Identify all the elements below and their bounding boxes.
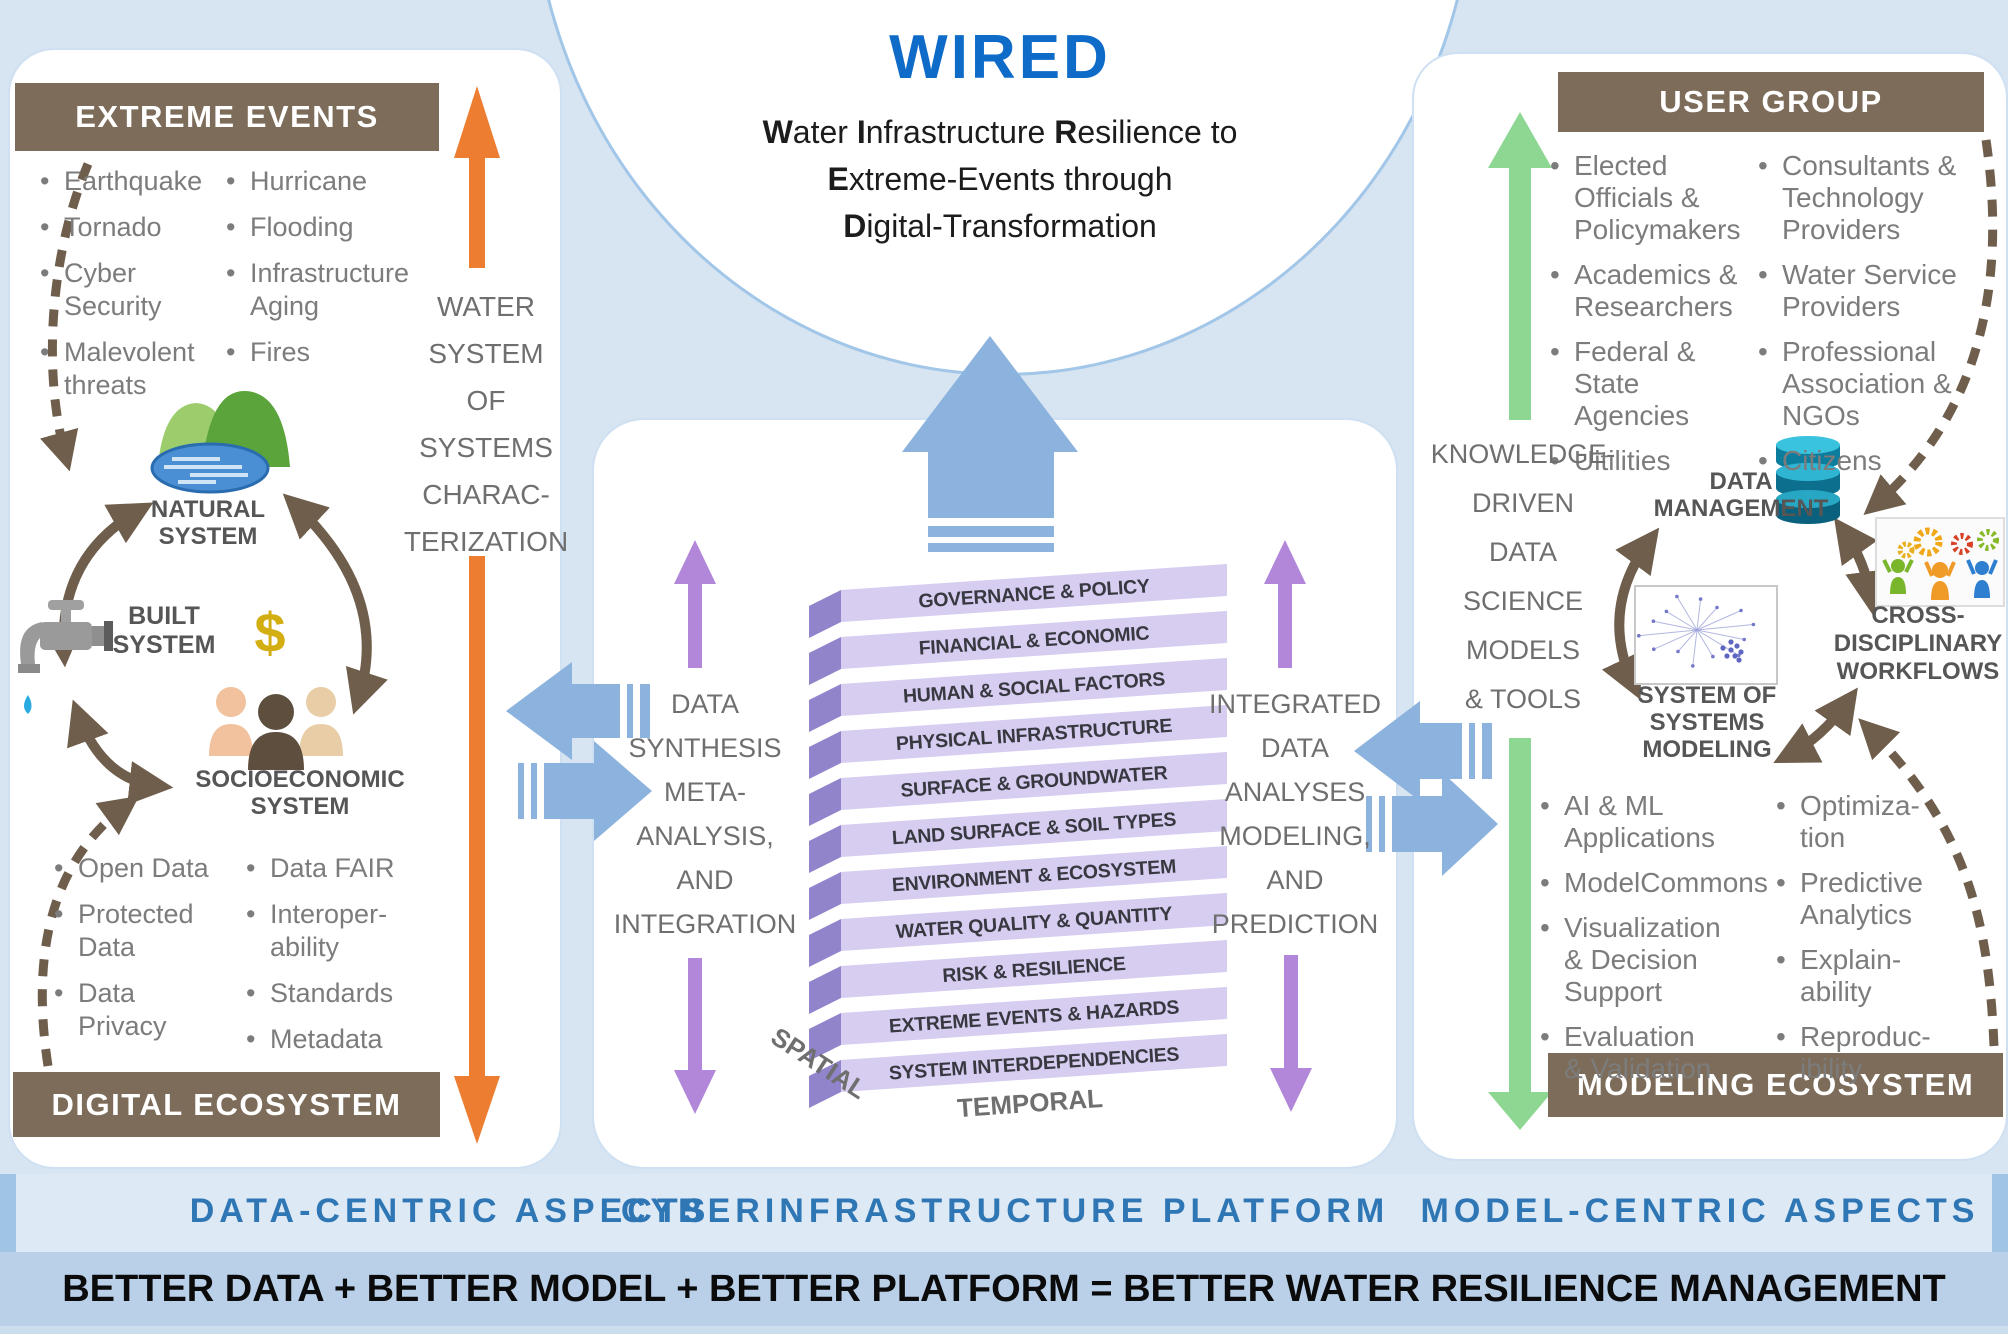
list-item: •Standards	[246, 978, 394, 1008]
list-item: •Water Service Providers	[1758, 259, 1957, 322]
extreme-events-header: EXTREME EVENTS	[15, 83, 439, 151]
data-synthesis-label: DATA SYNTHESIS META- ANALYSIS, AND INTEG…	[613, 689, 797, 939]
list-item: •Academics & Researchers	[1550, 259, 1738, 322]
water-system-characterization-label: WATER SYSTEM OF SYSTEMS CHARAC- TERIZATI…	[403, 291, 569, 557]
user-group-list-1: •Elected Officials & Policymakers •Academ…	[1550, 150, 1755, 477]
system-of-systems-modeling-label: SYSTEM OF SYSTEMS MODELING	[1637, 682, 1777, 763]
subtitle-line: Digital-Transformation	[843, 208, 1157, 244]
digital-ecosystem-header: DIGITAL ECOSYSTEM	[13, 1072, 440, 1137]
list-item: •Evaluation & Validation	[1540, 1021, 1712, 1084]
modeling-list-1: •AI & ML Applications •ModelCommons •Visua…	[1540, 790, 1768, 1085]
list-item: •Earthquake	[40, 166, 203, 196]
page-title: WIRED	[889, 23, 1111, 92]
list-item: •Hurricane	[226, 166, 368, 196]
list-item: •Professional Association & NGOs	[1758, 336, 1952, 431]
footer-sliver	[0, 1326, 2008, 1334]
list-item: •Predictive Analytics	[1776, 867, 1923, 930]
extreme-events-list-1: •Earthquake •Tornado •Cyber Security •Malev…	[40, 165, 230, 402]
list-item: •Flooding	[226, 212, 354, 242]
list-item: •Consultants & Technology Providers	[1758, 150, 1957, 245]
integrated-analyses-label: INTEGRATED DATA ANALYSES MODELING, AND P…	[1208, 689, 1381, 939]
list-item: •Infrastructure Aging	[226, 258, 410, 321]
list-item: •Reproduc- ibility	[1776, 1021, 1931, 1084]
list-item: •Uitilities	[1550, 445, 1671, 476]
data-management-label: DATA MANAGEMENT	[1653, 468, 1829, 522]
list-item: •Tornado	[40, 212, 162, 242]
knowledge-driven-label: KNOWLEDGE- DRIVEN DATA SCIENCE MODELS & …	[1430, 439, 1616, 714]
list-item: •Metadata	[246, 1024, 383, 1054]
list-item: •Data FAIR	[246, 853, 395, 883]
list-item: •Optimiza- tion	[1776, 790, 1920, 853]
cross-disciplinary-workflows-label: CROSS- DISCIPLINARY WORKFLOWS	[1833, 602, 2003, 685]
user-group-header: USER GROUP	[1558, 72, 1984, 132]
list-item: •Malevolent threats	[40, 337, 195, 400]
list-item: •ModelCommons	[1540, 867, 1768, 898]
list-item: •Protected Data	[54, 899, 194, 962]
subtitle-line: Water Infrastructure Resilience to	[762, 114, 1238, 150]
digital-ecosystem-list-1: •Open Data •Protected Data •Data Privacy	[54, 852, 234, 1043]
data-centric-aspects-label: DATA-CENTRIC ASPECTS	[189, 1192, 711, 1230]
strip-tab-left	[0, 1174, 16, 1252]
list-item: •AI & ML Applications	[1540, 790, 1715, 853]
strip-tab-right	[1992, 1174, 2008, 1252]
aspects-strip	[16, 1174, 1992, 1252]
dollar-icon: $	[254, 601, 286, 664]
list-item: •Fires	[226, 337, 310, 367]
list-item: •Explain- ability	[1776, 944, 1902, 1007]
cyberinfrastructure-platform-label: CYBERINFRASTRUCTURE PLATFORM	[620, 1192, 1390, 1230]
model-centric-aspects-label: MODEL-CENTRIC ASPECTS	[1420, 1192, 1980, 1230]
title-block: WIRED Water Infrastructure Resilience to…	[560, 22, 1440, 250]
user-group-list-2: •Consultants & Technology Providers •Wate…	[1758, 150, 1988, 477]
list-item: •Open Data	[54, 853, 209, 883]
banner-text: BETTER DATA + BETTER MODEL + BETTER PLAT…	[62, 1267, 1946, 1310]
modeling-ecosystem-header: MODELING ECOSYSTEM	[1548, 1053, 2003, 1117]
list-item: •Elected Officials & Policymakers	[1550, 150, 1741, 245]
socioeconomic-system-label: SOCIOECONOMIC SYSTEM	[195, 766, 405, 820]
digital-ecosystem-list-2: •Data FAIR •Interoper- ability •Standards •…	[246, 852, 441, 1056]
modeling-list-2: •Optimiza- tion •Predictive Analytics •Exp…	[1776, 790, 1991, 1085]
list-item: •Interoper- ability	[246, 899, 388, 962]
list-item: •Data Privacy	[54, 978, 167, 1041]
extreme-events-list-2: •Hurricane •Flooding •Infrastructure Aging…	[226, 165, 441, 369]
built-system-label: BUILT SYSTEM	[112, 602, 216, 659]
list-item: •Visualization & Decision Support	[1540, 912, 1721, 1007]
list-item: •Cyber Security	[40, 258, 162, 321]
natural-system-label: NATURAL SYSTEM	[150, 496, 266, 550]
page-subtitle: Water Infrastructure Resilience to Extre…	[560, 109, 1440, 250]
bottom-banner: BETTER DATA + BETTER MODEL + BETTER PLAT…	[0, 1252, 2008, 1326]
list-item: •Federal & State Agencies	[1550, 336, 1696, 431]
subtitle-line: Extreme-Events through	[827, 161, 1173, 197]
